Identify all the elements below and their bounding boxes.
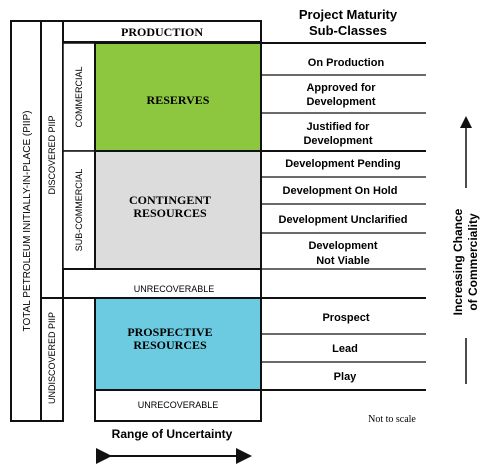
undiscovered-piip-label: UNDISCOVERED PIIP	[47, 312, 57, 404]
commercial-column	[62, 42, 96, 152]
contingent-resources-box	[94, 150, 262, 270]
contingent-label-line1: CONTINGENT	[129, 193, 211, 207]
subclass-lead: Lead	[332, 343, 358, 355]
subclass-dev-not-viable-line1: Development	[308, 240, 377, 252]
scale-note: Not to scale	[368, 414, 416, 425]
unrecoverable-undiscovered-label: UNRECOVERABLE	[138, 400, 219, 410]
subclass-play: Play	[334, 371, 358, 383]
total-piip-label: TOTAL PETROLEUM INITIALLY-IN-PLACE (PIIP…	[22, 111, 33, 332]
reserves-box	[94, 42, 262, 152]
total-piip-column	[10, 20, 42, 422]
chance-label-line2: of Commerciality	[466, 213, 480, 311]
unrecoverable-discovered-label: UNRECOVERABLE	[134, 284, 215, 294]
prospective-label-line2: RESOURCES	[133, 338, 207, 352]
subclass-dev-not-viable-line2: Not Viable	[316, 255, 370, 267]
discovered-piip-label: DISCOVERED PIIP	[47, 115, 57, 194]
subclass-dev-unclarified: Development Unclarified	[279, 214, 408, 226]
subclass-dev-on-hold: Development On Hold	[283, 185, 398, 197]
subclass-approved-line2: Development	[306, 96, 375, 108]
reserves-label: RESERVES	[147, 93, 210, 107]
uncertainty-label: Range of Uncertainty	[112, 427, 233, 441]
subclass-dev-pending: Development Pending	[285, 158, 401, 170]
sub-commercial-label: SUB-COMMERCIAL	[74, 169, 84, 252]
maturity-title-line2: Sub-Classes	[309, 23, 387, 38]
subclass-on-production: On Production	[308, 57, 385, 69]
production-label: PRODUCTION	[121, 25, 203, 39]
undiscovered-piip-column	[40, 297, 64, 422]
subclass-prospect: Prospect	[322, 312, 369, 324]
contingent-label-line2: RESOURCES	[133, 206, 207, 220]
prospective-label-line1: PROSPECTIVE	[127, 325, 212, 339]
subclass-approved-line1: Approved for	[306, 82, 376, 94]
chance-label-line1: Increasing Chance	[451, 208, 465, 315]
unrecoverable-discovered-box	[62, 268, 262, 299]
commercial-label: COMMERCIAL	[74, 66, 84, 127]
unrecoverable-undiscovered-box	[94, 389, 262, 422]
subclass-justified-line2: Development	[303, 135, 372, 147]
subclass-justified-line1: Justified for	[307, 121, 371, 133]
maturity-title-line1: Project Maturity	[299, 7, 398, 22]
prospective-resources-box	[94, 297, 262, 391]
